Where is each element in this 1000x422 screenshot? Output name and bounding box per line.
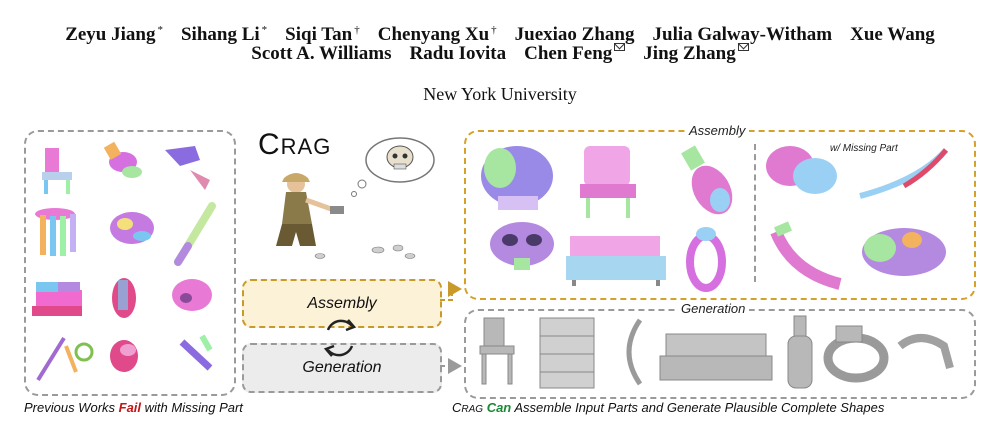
- generation-shapes: [479, 315, 954, 389]
- cranium-shape-icon: [172, 279, 212, 311]
- cranium-missing-part-icon: [862, 228, 946, 276]
- envelope-icon: [737, 43, 749, 51]
- author-mark: †: [354, 24, 360, 36]
- assembly-shapes: [481, 145, 949, 292]
- author-name: Juexiao Zhang: [514, 24, 635, 45]
- previous-works-shapes: [32, 141, 216, 382]
- gen-sofa-icon: [659, 333, 773, 381]
- envelope-icon: [614, 43, 626, 51]
- missing-part-label: w/ Missing Part: [826, 143, 902, 154]
- gen-arc-icon: [626, 318, 643, 386]
- gen-bone-icon: [897, 334, 954, 370]
- sofa-shape-icon: [32, 282, 82, 316]
- author-mark: †: [491, 24, 497, 36]
- gen-chair-icon: [479, 317, 515, 385]
- panel-divider: [754, 144, 756, 282]
- cycle-arrows-icon: [323, 319, 357, 357]
- chair-shape-icon: [42, 148, 72, 194]
- ape-skull-shape-icon: [481, 146, 553, 210]
- bone2-shape-icon: [179, 334, 213, 371]
- author-name: Julia Galway-Witham: [652, 24, 833, 45]
- generation-box: Generation: [242, 343, 442, 393]
- gen-shelf-icon: [539, 317, 595, 389]
- author-mark: *: [261, 24, 268, 36]
- thought-bubble-icon: [351, 137, 435, 197]
- jaw-missing-part-icon: [770, 221, 842, 290]
- skull-shape-icon: [110, 212, 154, 244]
- ring-shape-icon: [686, 227, 726, 292]
- caption-right: CRAG Can Assemble Input Parts and Genera…: [452, 400, 885, 415]
- author-name: Scott A. Williams: [251, 43, 392, 64]
- sofa-assembled-icon: [566, 236, 666, 286]
- mug-shape-icon: [110, 340, 138, 372]
- author-name: Chenyang Xu†: [377, 24, 497, 45]
- authors-line-1: Zeyu Jiang* Sihang Li* Siqi Tan† Chenyang X…: [0, 18, 1000, 47]
- generation-panel-title: Generation: [677, 301, 750, 316]
- author-name: Sihang Li*: [180, 24, 268, 45]
- spear-missing-part-icon: [859, 148, 949, 199]
- author-name: Chen Feng: [524, 43, 626, 64]
- crag-title: CRAG: [258, 128, 332, 161]
- author-mark: *: [157, 24, 163, 36]
- assembly-arrow: [440, 281, 462, 301]
- author-name: Xue Wang: [850, 24, 935, 45]
- skull-missing-part-icon: [766, 146, 837, 194]
- bone-fragments-icon: [314, 244, 416, 259]
- bottle-assembled-icon: [681, 145, 733, 215]
- author-name: Zeyu Jiang*: [65, 24, 163, 45]
- bone-shape-icon: [165, 146, 210, 190]
- affiliation: New York University: [423, 84, 577, 104]
- assembly-box-label: Assembly: [307, 294, 377, 312]
- gen-bottle-icon: [787, 315, 813, 389]
- stick-shape-icon: [36, 336, 94, 382]
- gen-ring-icon: [823, 325, 889, 383]
- author-name: Siqi Tan†: [285, 24, 360, 45]
- previous-works-panel: [24, 130, 236, 396]
- table-shape-icon: [35, 208, 76, 256]
- bottle-shape-icon: [103, 141, 142, 178]
- assembly-panel-title: Assembly: [685, 123, 750, 138]
- authors-line-2: Scott A. Williams Radu Iovita Chen Feng Jin…: [0, 42, 1000, 66]
- explorer-illustration: [276, 173, 344, 246]
- vase-shape-icon: [112, 278, 136, 318]
- generation-box-label: Generation: [302, 359, 382, 376]
- author-name: Radu Iovita: [409, 43, 507, 64]
- femur-shape-icon: [174, 202, 216, 266]
- caption-left: Previous Works Fail with Missing Part: [24, 400, 243, 415]
- armchair-shape-icon: [580, 146, 636, 218]
- author-name: Jing Zhang: [643, 43, 749, 64]
- mask-skull-shape-icon: [490, 222, 554, 270]
